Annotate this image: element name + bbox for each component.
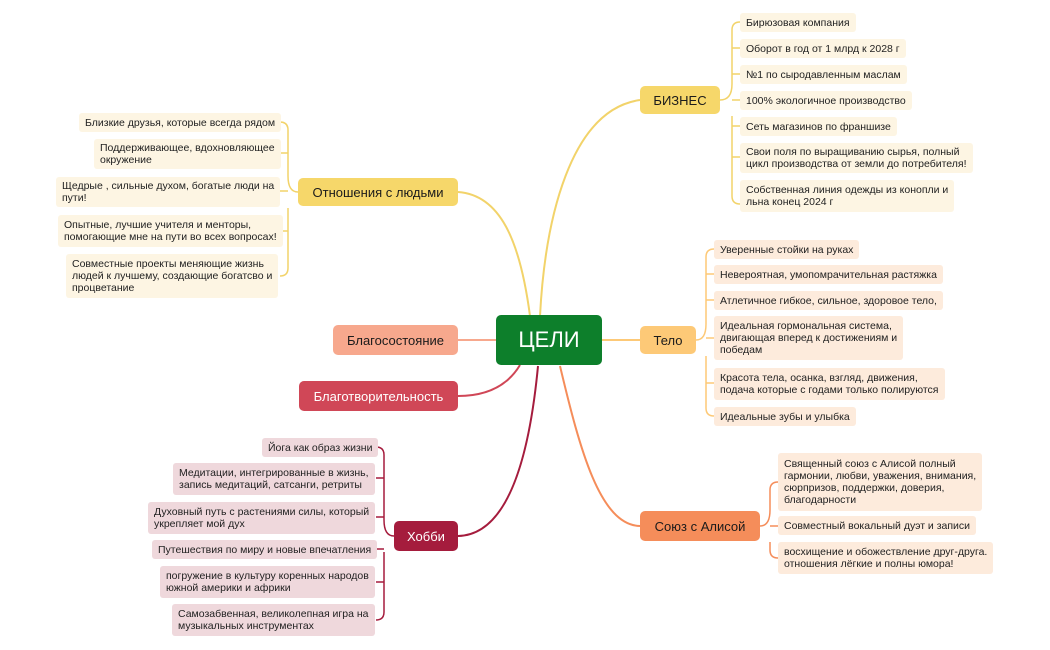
branch-union[interactable]: Союз с Алисой bbox=[640, 511, 760, 541]
branch-body[interactable]: Тело bbox=[640, 326, 696, 354]
connector-relations-leaves bbox=[279, 121, 299, 277]
body-item[interactable]: Идеальная гормональная система, двигающа… bbox=[714, 316, 904, 360]
body-item[interactable]: Уверенные стойки на руках bbox=[714, 240, 860, 259]
branch-wealth[interactable]: Благосостояние bbox=[333, 325, 458, 355]
relations-item[interactable]: Близкие друзья, которые всегда рядом bbox=[79, 113, 282, 132]
hobby-item[interactable]: Путешествия по миру и новые впечатления bbox=[152, 540, 378, 559]
connector-root-union bbox=[559, 365, 641, 527]
connector-root-relations bbox=[457, 191, 531, 317]
business-item[interactable]: Оборот в год от 1 млрд к 2028 г bbox=[740, 39, 906, 58]
hobby-item[interactable]: Самозабвенная, великолепная игра на музы… bbox=[172, 604, 375, 636]
branch-hobby[interactable]: Хобби bbox=[394, 521, 458, 551]
hobby-item[interactable]: погружение в культуру коренных народов ю… bbox=[160, 566, 375, 598]
body-item[interactable]: Идеальные зубы и улыбка bbox=[714, 407, 856, 426]
business-item[interactable]: Свои поля по выращиванию сырья, полный ц… bbox=[740, 143, 973, 173]
branch-charity[interactable]: Благотворительность bbox=[299, 381, 458, 411]
relations-item[interactable]: Совместные проекты меняющие жизнь людей … bbox=[66, 254, 279, 298]
business-item[interactable]: Бирюзовая компания bbox=[740, 13, 856, 32]
root-node[interactable]: ЦЕЛИ bbox=[496, 315, 602, 365]
body-item[interactable]: Невероятная, умопомрачительная растяжка bbox=[714, 265, 943, 284]
business-item[interactable]: 100% экологичное производство bbox=[740, 91, 912, 110]
union-item[interactable]: Совместный вокальный дуэт и записи bbox=[778, 516, 977, 535]
connector-union-leaves bbox=[759, 481, 779, 559]
connector-business-leaves bbox=[719, 21, 741, 205]
relations-item[interactable]: Щедрые , сильные духом, богатые люди на … bbox=[56, 177, 281, 207]
business-item[interactable]: №1 по сыродавленным маслам bbox=[740, 65, 907, 84]
hobby-item[interactable]: Медитации, интегрированные в жизнь, запи… bbox=[173, 463, 375, 495]
connector-root-hobby bbox=[457, 365, 539, 537]
body-item[interactable]: Красота тела, осанка, взгляд, движения, … bbox=[714, 368, 945, 400]
hobby-item[interactable]: Йога как образ жизни bbox=[262, 438, 379, 457]
hobby-item[interactable]: Духовный путь с растениями силы, который… bbox=[148, 502, 376, 534]
connector-root-business bbox=[539, 99, 641, 317]
branch-relations[interactable]: Отношения с людьми bbox=[298, 178, 458, 206]
business-item[interactable]: Собственная линия одежды из конопли и ль… bbox=[740, 180, 955, 212]
relations-item[interactable]: Поддерживающее, вдохновляющее окружение bbox=[94, 139, 281, 169]
body-item[interactable]: Атлетичное гибкое, сильное, здоровое тел… bbox=[714, 291, 943, 310]
relations-item[interactable]: Опытные, лучшие учителя и менторы, помог… bbox=[58, 215, 283, 247]
connector-body-leaves bbox=[695, 248, 715, 417]
union-item[interactable]: Священный союз с Алисой полный гармонии,… bbox=[778, 453, 983, 511]
branch-business[interactable]: БИЗНЕС bbox=[640, 86, 720, 114]
connector-root-charity bbox=[457, 364, 521, 397]
business-item[interactable]: Сеть магазинов по франшизе bbox=[740, 117, 897, 136]
connector-hobby-leaves bbox=[375, 446, 395, 621]
union-item[interactable]: восхищение и обожествление друг-друга. о… bbox=[778, 542, 994, 574]
